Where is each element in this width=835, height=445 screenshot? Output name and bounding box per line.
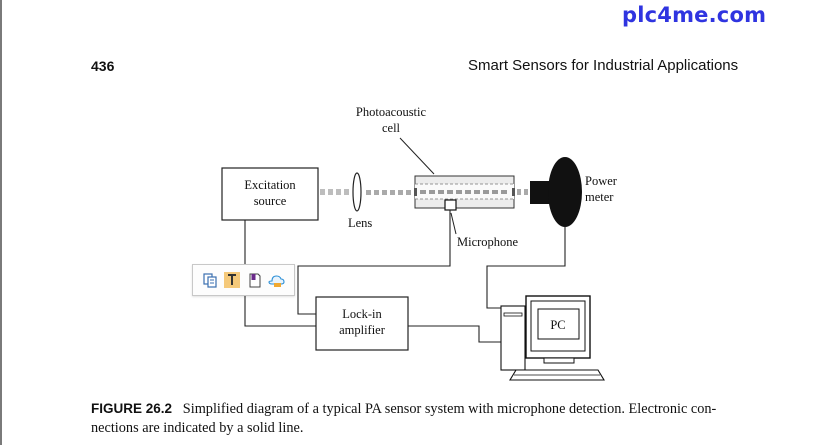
cell-label-1: Photoacoustic [356,105,427,119]
microphone-label: Microphone [457,235,519,249]
lockin-amplifier-box [315,296,409,351]
lockin-label-2: amplifier [339,323,386,337]
watermark: plc4me.com [622,3,767,27]
text-icon[interactable] [223,271,241,289]
caption-text-1: Simplified diagram of a typical PA senso… [182,401,717,417]
cell-label-2: cell [382,121,401,135]
microphone [444,199,457,211]
bookmark-icon[interactable] [246,271,264,289]
figure-caption: FIGURE 26.2 Simplified diagram of a typi… [91,399,751,438]
lens-label: Lens [348,216,372,230]
excitation-label-1: Excitation [244,178,296,192]
photoacoustic-cell [414,175,515,209]
beam-segment-1 [320,189,349,195]
lens [352,172,362,212]
caption-text-2: nections are indicated by a solid line. [91,420,304,436]
pc-label: PC [550,318,565,332]
beam-segment-3 [517,189,528,195]
power-label-1: Power [585,174,618,188]
wiring [244,210,566,343]
page-number: 436 [91,58,115,74]
cell-pointer [399,137,435,175]
page-edge [0,0,2,445]
excitation-label-2: source [254,194,287,208]
microphone-pointer [450,212,457,235]
running-title: Smart Sensors for Industrial Application… [468,57,739,74]
power-label-2: meter [585,190,614,204]
figure-label: FIGURE 26.2 [91,401,173,416]
pc [500,295,605,381]
cloud-icon[interactable] [268,271,286,289]
lockin-label-1: Lock-in [342,307,382,321]
annotation-toolbar [192,264,295,296]
power-meter [530,157,582,227]
excitation-source-box [221,167,319,221]
beam-segment-2 [366,190,411,195]
copy-icon[interactable] [201,271,219,289]
